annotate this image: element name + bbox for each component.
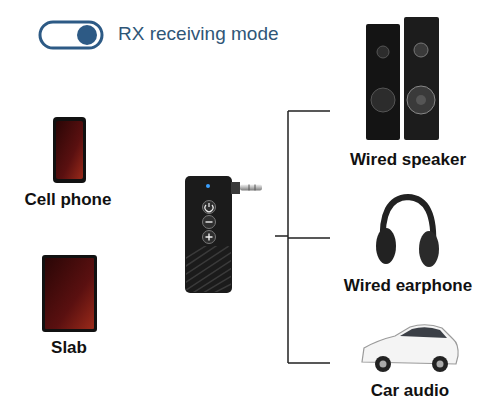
toggle-knob [77,25,97,45]
power-symbol [205,203,213,212]
device-label: Car audio [325,381,495,401]
jack-ring [255,185,256,191]
speaker-tweeter [414,43,428,57]
jack-ring [249,185,250,191]
ear-cup [419,231,439,267]
speaker-woofer [407,86,435,114]
device-node: Wired speaker [323,150,493,170]
speaker-tweeter [377,46,389,58]
phone-screen [56,121,83,179]
tablet-body [42,255,97,332]
diagram-title: RX receiving mode [118,23,279,45]
power-button [203,201,216,214]
grip-stripes [186,246,231,292]
speaker-woofer [371,88,395,112]
device-node: Cell phone [0,190,153,210]
plus-symbol [206,234,213,241]
device-label: Wired earphone [323,276,493,296]
jack-plug [240,185,262,191]
speaker-left [366,24,400,140]
speaker-right [404,17,439,140]
ear-cup [376,228,396,264]
car-wheel [375,356,391,372]
device-label: Slab [0,338,154,358]
device-label: Wired speaker [323,150,493,170]
car-hub [380,361,387,368]
device-node: Wired earphone [323,276,493,296]
speaker-cone [416,95,426,105]
plus-button [203,231,216,244]
device-label: Cell phone [0,190,153,210]
tablet-screen [45,258,94,329]
car-window [400,327,447,338]
device-node: Slab [0,338,154,358]
minus-symbol [206,221,213,222]
car-hub [437,361,444,368]
car-wheel [432,356,448,372]
bracket-wire [275,111,330,363]
toggle-switch [40,22,102,48]
minus-button [203,216,216,229]
status-led [206,184,210,188]
jack-collar [231,182,240,194]
phone-body [53,117,86,183]
device-node: Car audio [325,381,495,401]
